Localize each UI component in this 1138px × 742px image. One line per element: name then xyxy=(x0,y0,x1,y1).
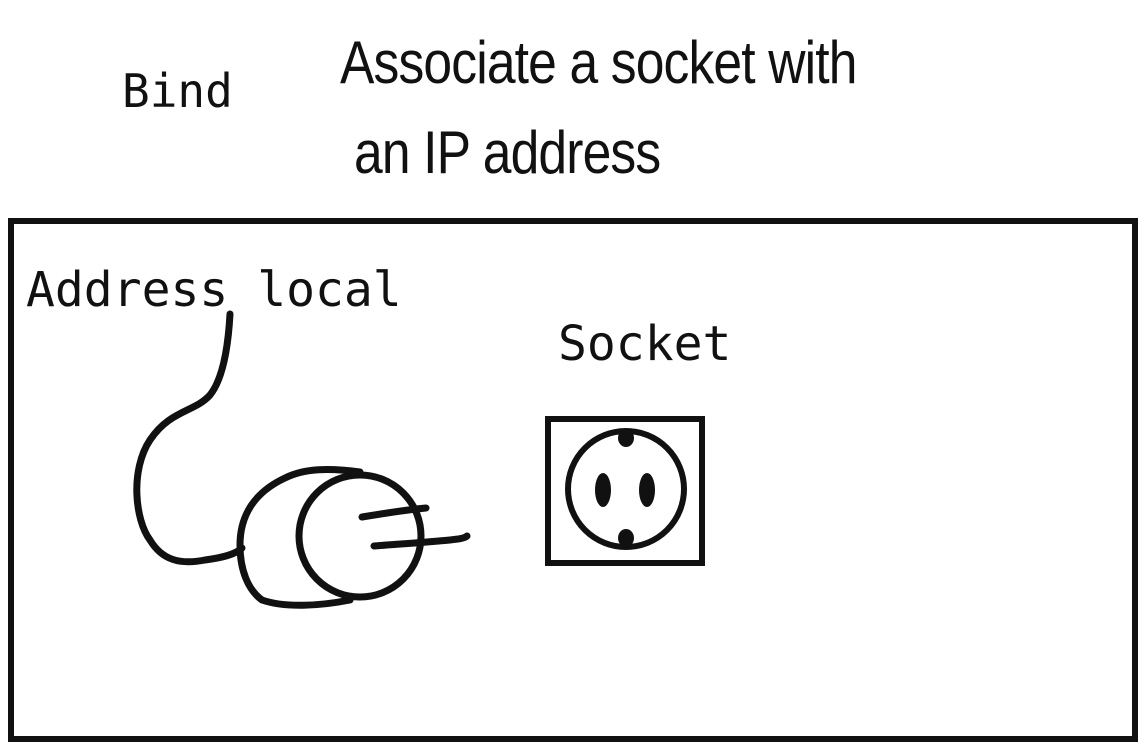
description-line-1: Associate a socket with xyxy=(340,29,857,96)
power-outlet-icon xyxy=(545,416,705,566)
diagram-title: Bind xyxy=(122,64,233,118)
address-local-label: Address local xyxy=(26,262,402,318)
plug-icon xyxy=(133,310,471,609)
socket-label: Socket xyxy=(558,316,732,372)
diagram-frame xyxy=(8,218,1138,742)
description-line-2: an IP address xyxy=(354,119,661,186)
